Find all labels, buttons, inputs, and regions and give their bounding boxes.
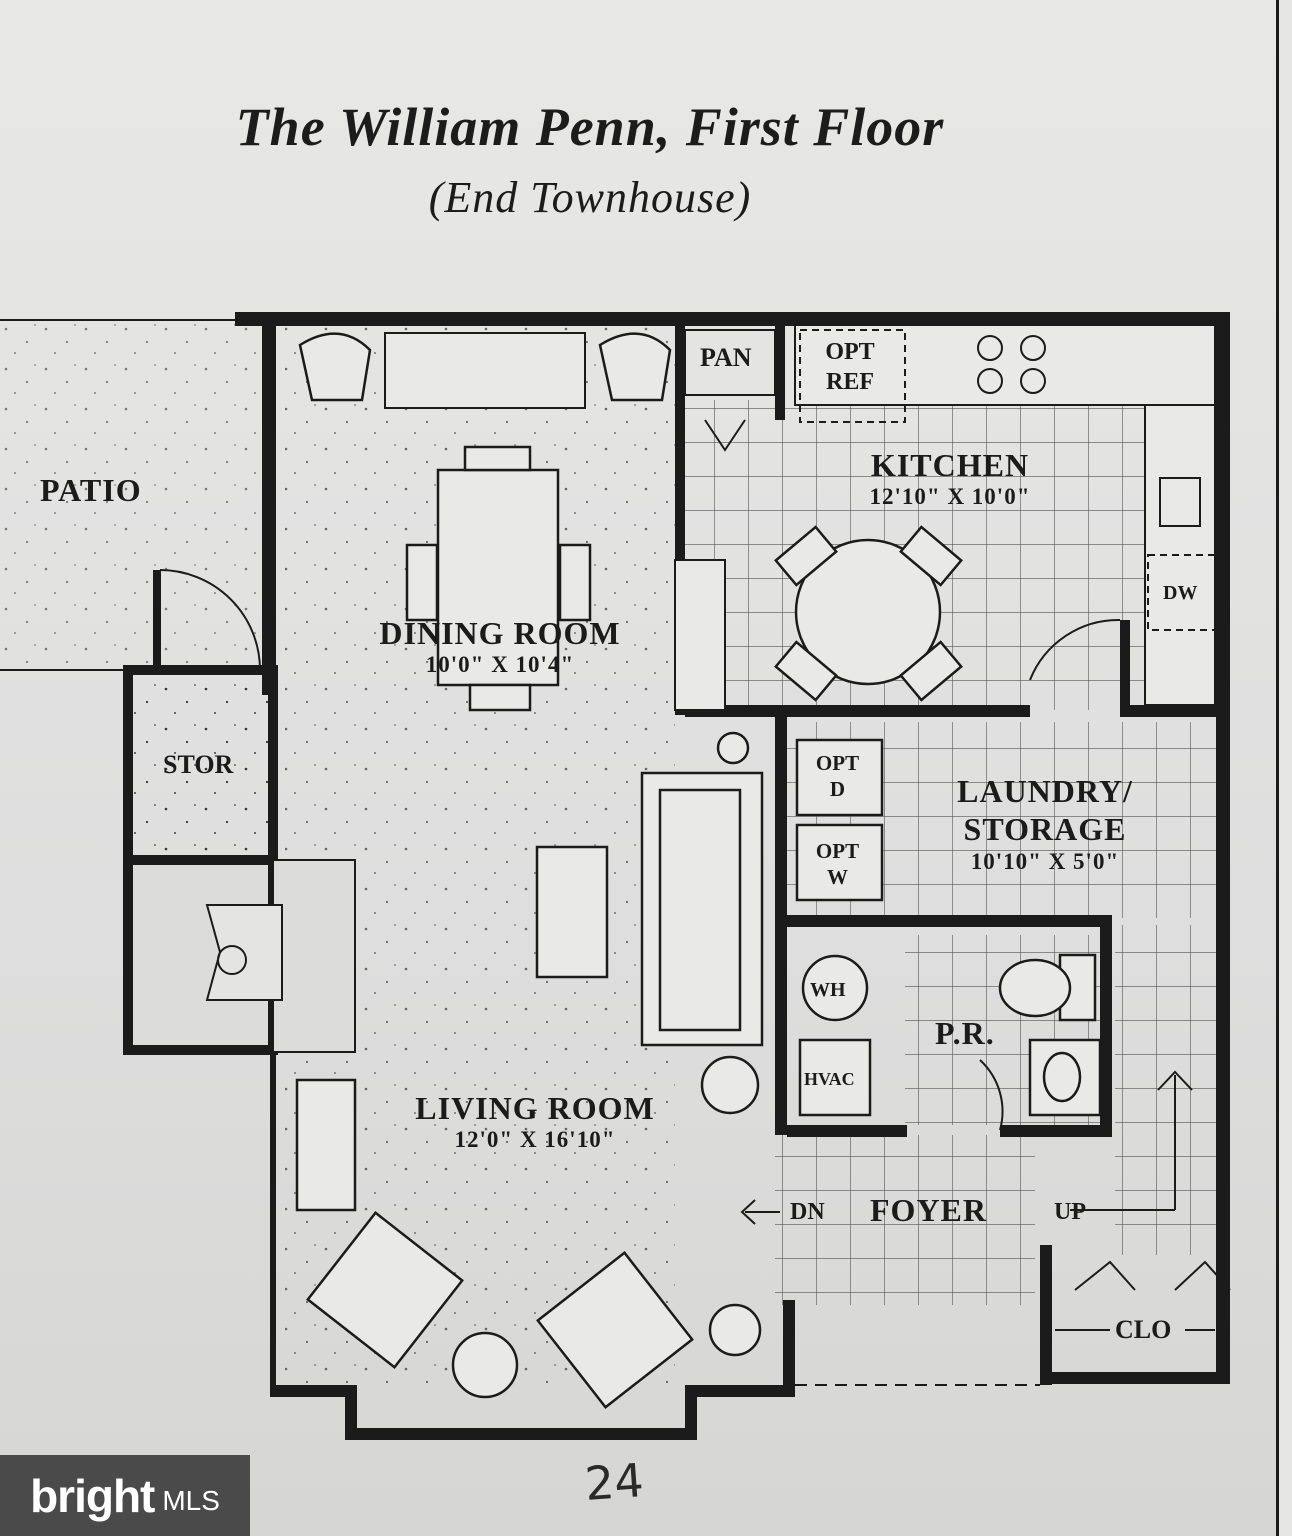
dining-room-name: DINING ROOM [379, 615, 621, 651]
foyer-floor [775, 1135, 1035, 1305]
dining-room-dimensions: 10'0" X 10'4" [425, 652, 575, 677]
living-room-furniture [295, 731, 764, 1409]
logo-brand-text: bright [30, 1469, 155, 1522]
stairs-up-label: UP [1054, 1199, 1086, 1225]
kitchen-appliances [684, 329, 1219, 631]
foyer-label: FOYER [870, 1192, 987, 1228]
laundry-dimensions: 10'10" X 5'0" [970, 849, 1120, 874]
dishwasher-label: DW [1163, 582, 1198, 604]
living-room-label: LIVING ROOM 12'0" X 16'10" [380, 1090, 690, 1153]
hvac-label: HVAC [804, 1069, 855, 1089]
closet-label: CLO [1115, 1315, 1172, 1344]
living-room-dimensions: 12'0" X 16'10" [454, 1127, 616, 1152]
laundry-name-line2: STORAGE [963, 811, 1127, 847]
logo-mls-text: MLS [162, 1484, 220, 1516]
kitchen-name: KITCHEN [870, 447, 1030, 483]
patio-label: PATIO [40, 472, 142, 508]
storage-fireplace-block [123, 569, 356, 1055]
paper-edge [1276, 0, 1292, 1536]
laundry-label: LAUNDRY/ STORAGE 10'10" X 5'0" [925, 772, 1165, 876]
bright-mls-logo: bright MLS [0, 1455, 250, 1536]
kitchen-round-table [774, 525, 963, 702]
kitchen-label: KITCHEN 12'10" X 10'0" [820, 447, 1080, 510]
laundry-name-line1: LAUNDRY/ [957, 773, 1133, 809]
patio-area [0, 319, 268, 671]
dining-room-label: DINING ROOM 10'0" X 10'4" [350, 615, 650, 678]
kitchen-counters [384, 324, 1216, 711]
utility-closet [798, 954, 872, 1117]
plan-subtitle: (End Townhouse) [428, 173, 752, 222]
handwritten-page-number: 24 [583, 1453, 646, 1511]
dining-table-set [298, 332, 672, 712]
powder-room-label: P.R. [935, 1015, 995, 1051]
kitchen-dimensions: 12'10" X 10'0" [869, 484, 1031, 509]
stairs-down-label: DN [790, 1199, 825, 1225]
interior-walls [675, 325, 1220, 1385]
stair-floor [1115, 925, 1220, 1255]
water-heater-label: WH [810, 979, 846, 1001]
storage-label: STOR [163, 750, 234, 779]
laundry-appliances [795, 738, 884, 902]
pantry-label: PAN [700, 343, 752, 372]
plan-title: The William Penn, First Floor [235, 97, 945, 157]
powder-room-fixtures [998, 953, 1102, 1117]
living-room-name: LIVING ROOM [415, 1090, 655, 1126]
stairs-and-closet [740, 618, 1231, 1386]
